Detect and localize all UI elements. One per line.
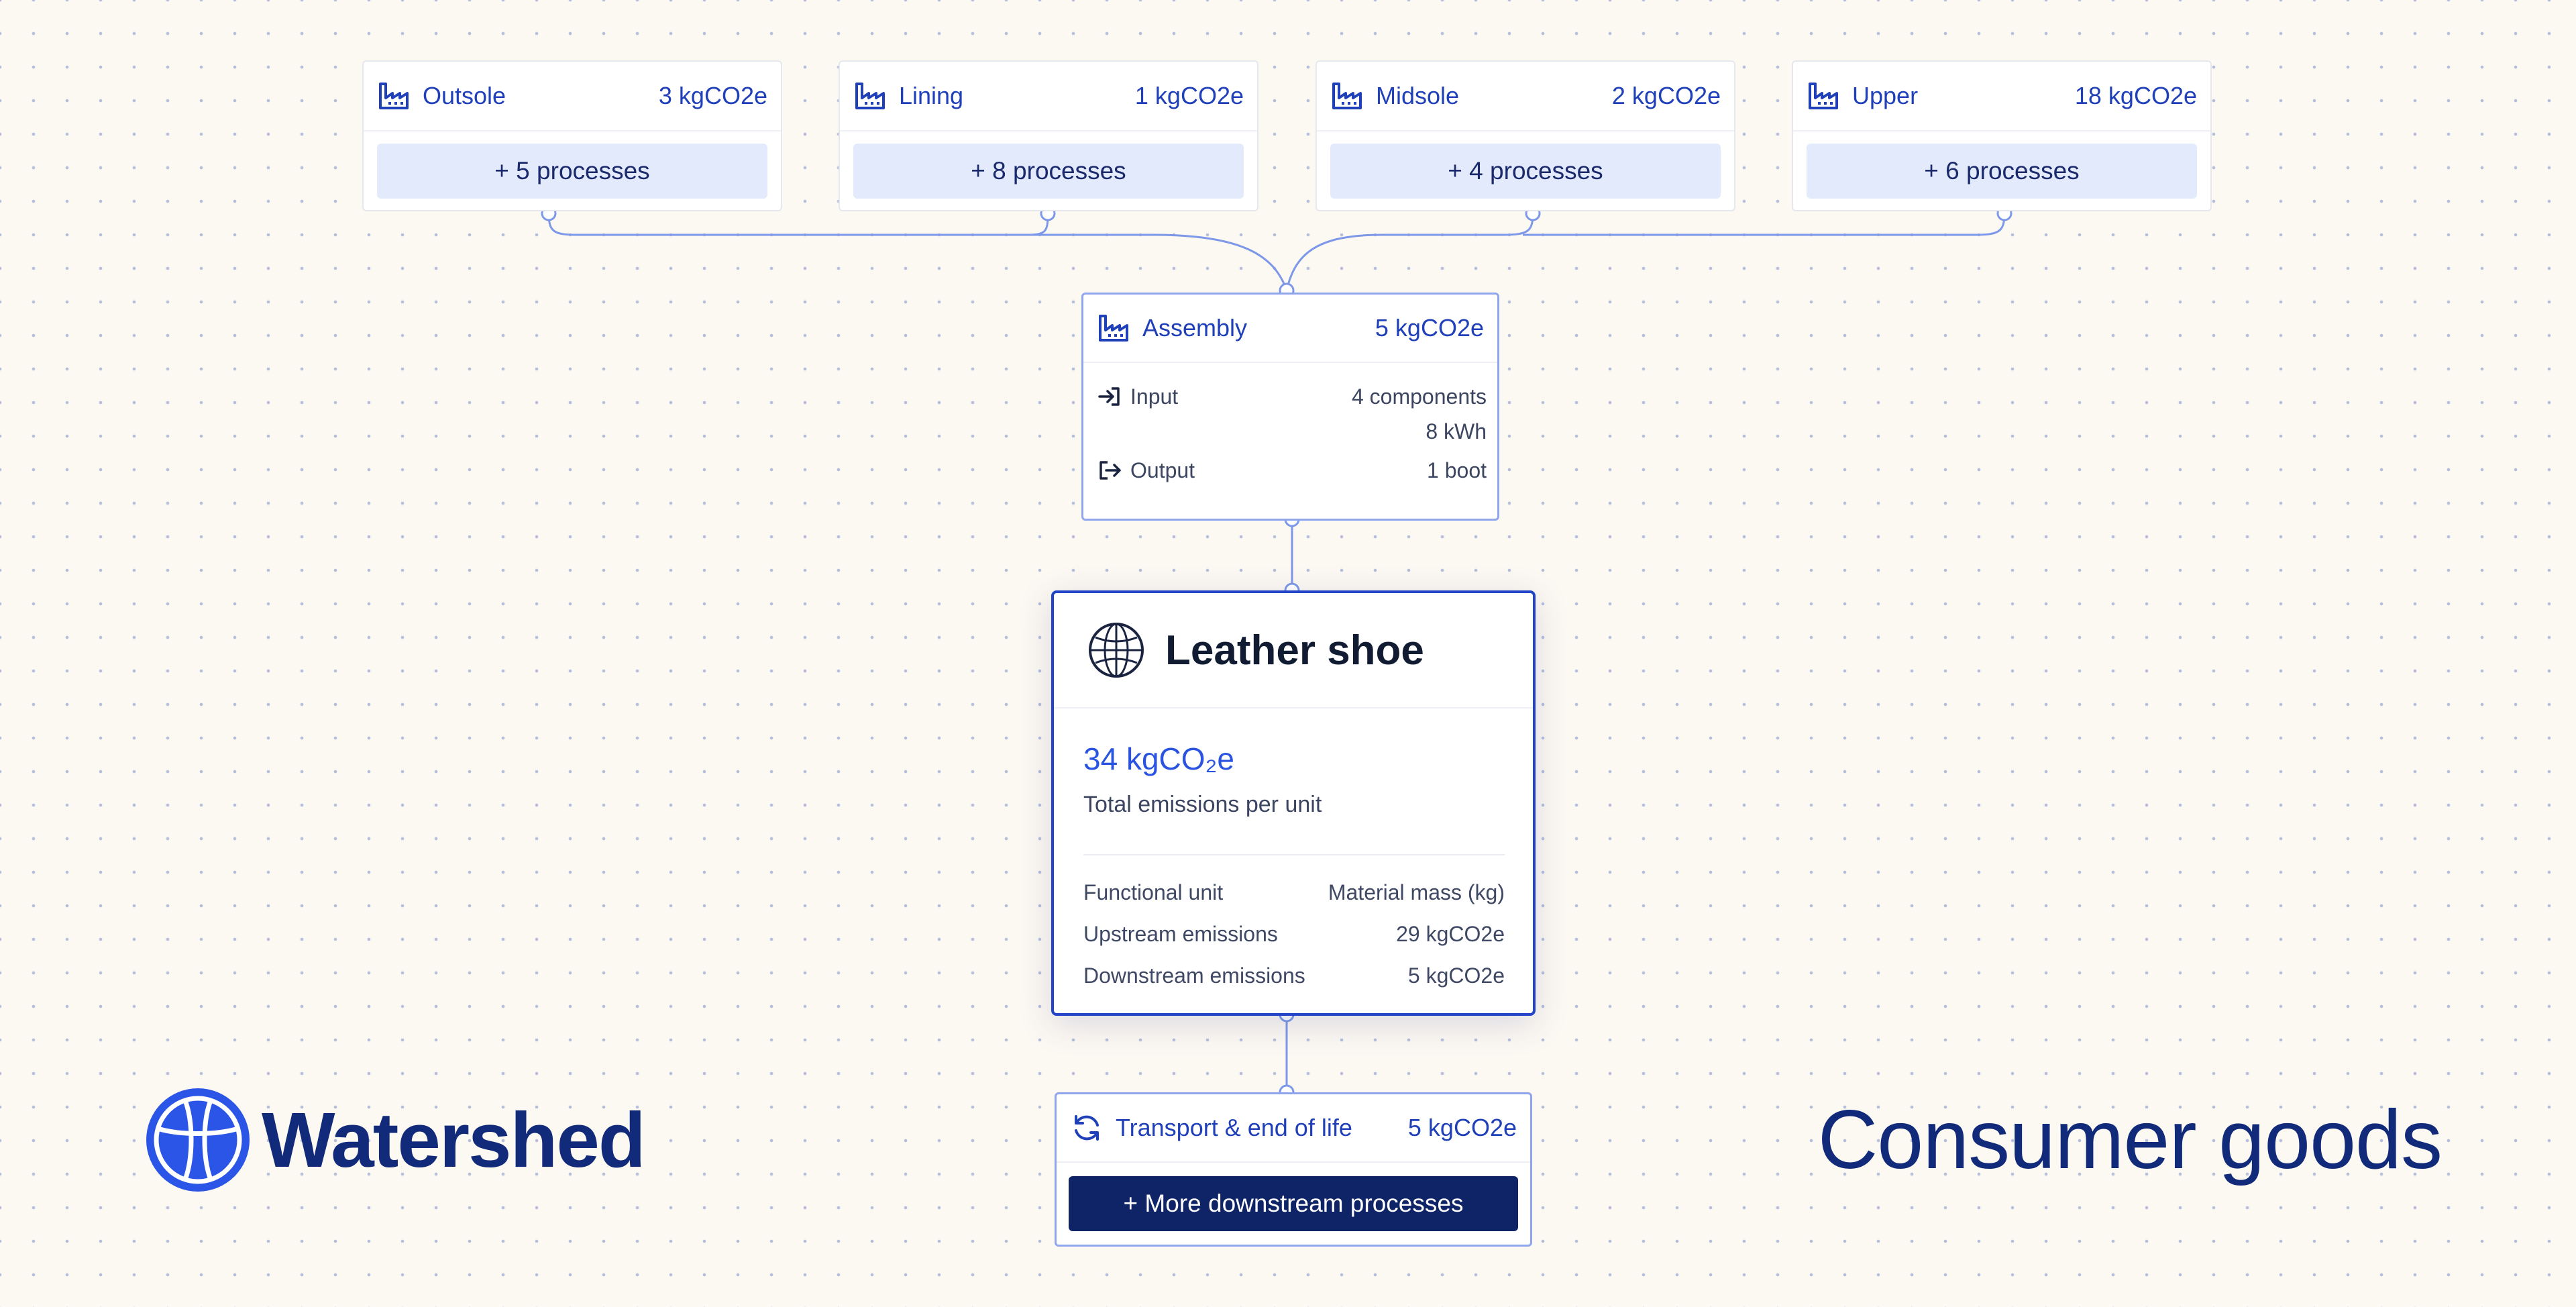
factory-icon (853, 79, 887, 113)
globe-icon (1089, 623, 1144, 678)
tagline: Consumer goods (1817, 1094, 2443, 1186)
input-components: 4 components (1351, 384, 1487, 409)
stat-value: Material mass (kg) (1328, 880, 1505, 904)
component-title: Upper (1852, 82, 1919, 109)
transport-card[interactable]: Transport & end of life 5 kgCO2e + More … (1055, 1092, 1532, 1247)
stat-row-functional-unit: Functional unit Material mass (kg) (1054, 872, 1533, 913)
total-emissions-label: Total emissions per unit (1083, 792, 1322, 817)
transport-title: Transport & end of life (1116, 1114, 1352, 1141)
card-header: Transport & end of life 5 kgCO2e (1057, 1094, 1530, 1163)
component-title: Outsole (423, 82, 506, 109)
factory-icon (1330, 79, 1364, 113)
expand-processes-button[interactable]: + 6 processes (1807, 144, 2197, 199)
card-header: Lining 1 kgCO2e (840, 62, 1257, 132)
factory-icon (1097, 311, 1130, 345)
component-card-midsole[interactable]: Midsole 2 kgCO2e + 4 processes (1316, 60, 1735, 211)
stat-label: Downstream emissions (1083, 963, 1305, 988)
output-icon (1099, 461, 1121, 480)
component-card-lining[interactable]: Lining 1 kgCO2e + 8 processes (839, 60, 1258, 211)
brand-logo: Watershed (146, 1088, 646, 1192)
product-header: Leather shoe (1054, 593, 1533, 709)
component-emissions: 1 kgCO2e (1134, 82, 1244, 109)
stat-label: Functional unit (1083, 880, 1224, 904)
component-card-outsole[interactable]: Outsole 3 kgCO2e + 5 processes (362, 60, 782, 211)
assembly-title: Assembly (1142, 314, 1248, 342)
stat-row-upstream: Upstream emissions 29 kgCO2e (1054, 913, 1533, 955)
transport-emissions: 5 kgCO2e (1407, 1114, 1517, 1141)
expand-processes-button[interactable]: + 8 processes (853, 144, 1244, 199)
component-card-upper[interactable]: Upper 18 kgCO2e + 6 processes (1792, 60, 2212, 211)
stat-label: Upstream emissions (1083, 922, 1278, 946)
output-label: Output (1130, 458, 1195, 482)
expand-processes-button[interactable]: + 5 processes (377, 144, 767, 199)
output-row: Output 1 boot (1083, 453, 1497, 488)
card-header: Midsole 2 kgCO2e (1317, 62, 1734, 132)
more-downstream-button[interactable]: + More downstream processes (1069, 1176, 1518, 1231)
component-title: Midsole (1376, 82, 1460, 109)
card-header: Assembly 5 kgCO2e (1083, 295, 1497, 363)
component-emissions: 18 kgCO2e (2074, 82, 2197, 109)
brand-name: Watershed (262, 1096, 646, 1184)
stat-value: 5 kgCO2e (1407, 963, 1505, 988)
total-emissions-value: 34 kgCO₂e (1083, 741, 1234, 776)
component-emissions: 3 kgCO2e (658, 82, 767, 109)
divider (1083, 854, 1505, 855)
assembly-emissions: 5 kgCO2e (1375, 314, 1484, 342)
stat-row-downstream: Downstream emissions 5 kgCO2e (1054, 955, 1533, 996)
watershed-logo-icon (146, 1088, 250, 1192)
card-header: Outsole 3 kgCO2e (364, 62, 781, 132)
card-header: Upper 18 kgCO2e (1793, 62, 2210, 132)
input-icon (1098, 387, 1120, 406)
component-emissions: 2 kgCO2e (1611, 82, 1721, 109)
product-card[interactable]: Leather shoe 34 kgCO₂e Total emissions p… (1051, 590, 1536, 1016)
input-label: Input (1130, 384, 1179, 409)
output-value: 1 boot (1427, 458, 1487, 482)
input-energy: 8 kWh (1426, 419, 1487, 443)
refresh-icon (1070, 1111, 1104, 1145)
stat-value: 29 kgCO2e (1396, 922, 1505, 946)
component-title: Lining (899, 82, 964, 109)
expand-processes-button[interactable]: + 4 processes (1330, 144, 1721, 199)
input-row: Input 4 components 8 kWh (1083, 379, 1497, 449)
factory-icon (377, 79, 411, 113)
product-name: Leather shoe (1165, 627, 1424, 674)
factory-icon (1807, 79, 1840, 113)
assembly-card[interactable]: Assembly 5 kgCO2e Input 4 components 8 k… (1081, 293, 1499, 521)
